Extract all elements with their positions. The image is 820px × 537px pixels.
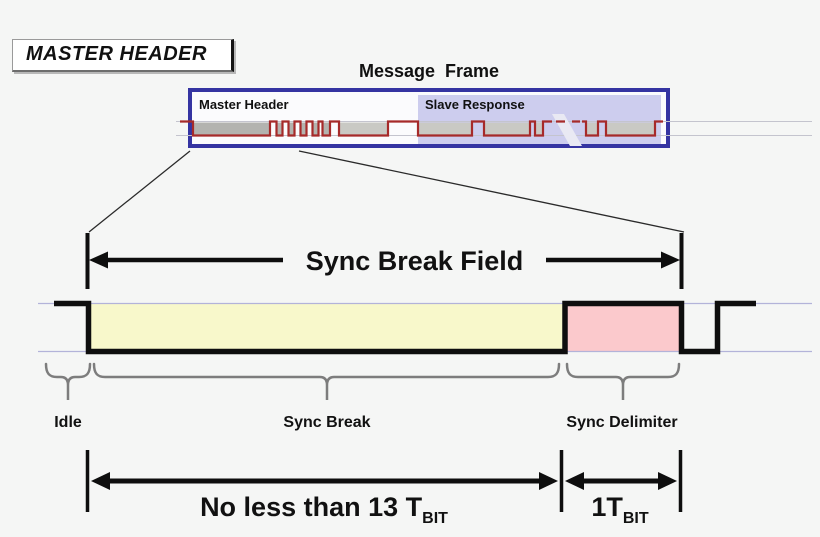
label-idle: Idle — [54, 414, 82, 431]
brace-idle — [44, 362, 92, 400]
brace-sync-delimiter — [565, 362, 681, 400]
message-frame-title: Message Frame — [358, 61, 500, 81]
arrowhead-right — [661, 251, 680, 269]
master-header-badge-label: MASTER HEADER — [26, 43, 207, 65]
frame-waveform-tear — [552, 114, 582, 146]
label-13tbit-text: No less than 13 T — [200, 492, 423, 522]
master-header-label: Master Header — [199, 97, 289, 112]
timing-dimensions — [85, 450, 683, 512]
master-header-badge: MASTER HEADER — [12, 39, 234, 72]
label-13tbit: No less than 13 TBIT — [164, 492, 484, 527]
label-1tbit: 1TBIT — [550, 492, 690, 527]
sync-break-region — [88, 304, 565, 351]
frame-waveform — [180, 120, 663, 137]
label-sync-break: Sync Break — [283, 414, 371, 431]
label-sync-delimiter: Sync Delimiter — [566, 414, 678, 431]
sync-break-field-dimension — [85, 233, 684, 289]
arrowhead-left — [89, 251, 108, 269]
label-13tbit-subscript: BIT — [422, 510, 448, 527]
sync-delimiter-region — [565, 304, 682, 351]
label-1tbit-subscript: BIT — [622, 510, 649, 527]
label-1tbit-text: 1T — [591, 492, 623, 522]
brace-sync-break — [92, 362, 561, 400]
slave-response-label: Slave Response — [425, 97, 525, 112]
funnel-line-right — [298, 150, 685, 233]
sync-break-field-label: Sync Break Field — [305, 246, 524, 276]
zoom-funnel-lines — [88, 150, 685, 233]
main-waveform — [54, 300, 756, 355]
signal-rails — [38, 302, 812, 353]
braces — [44, 362, 681, 400]
funnel-line-left — [88, 150, 191, 233]
